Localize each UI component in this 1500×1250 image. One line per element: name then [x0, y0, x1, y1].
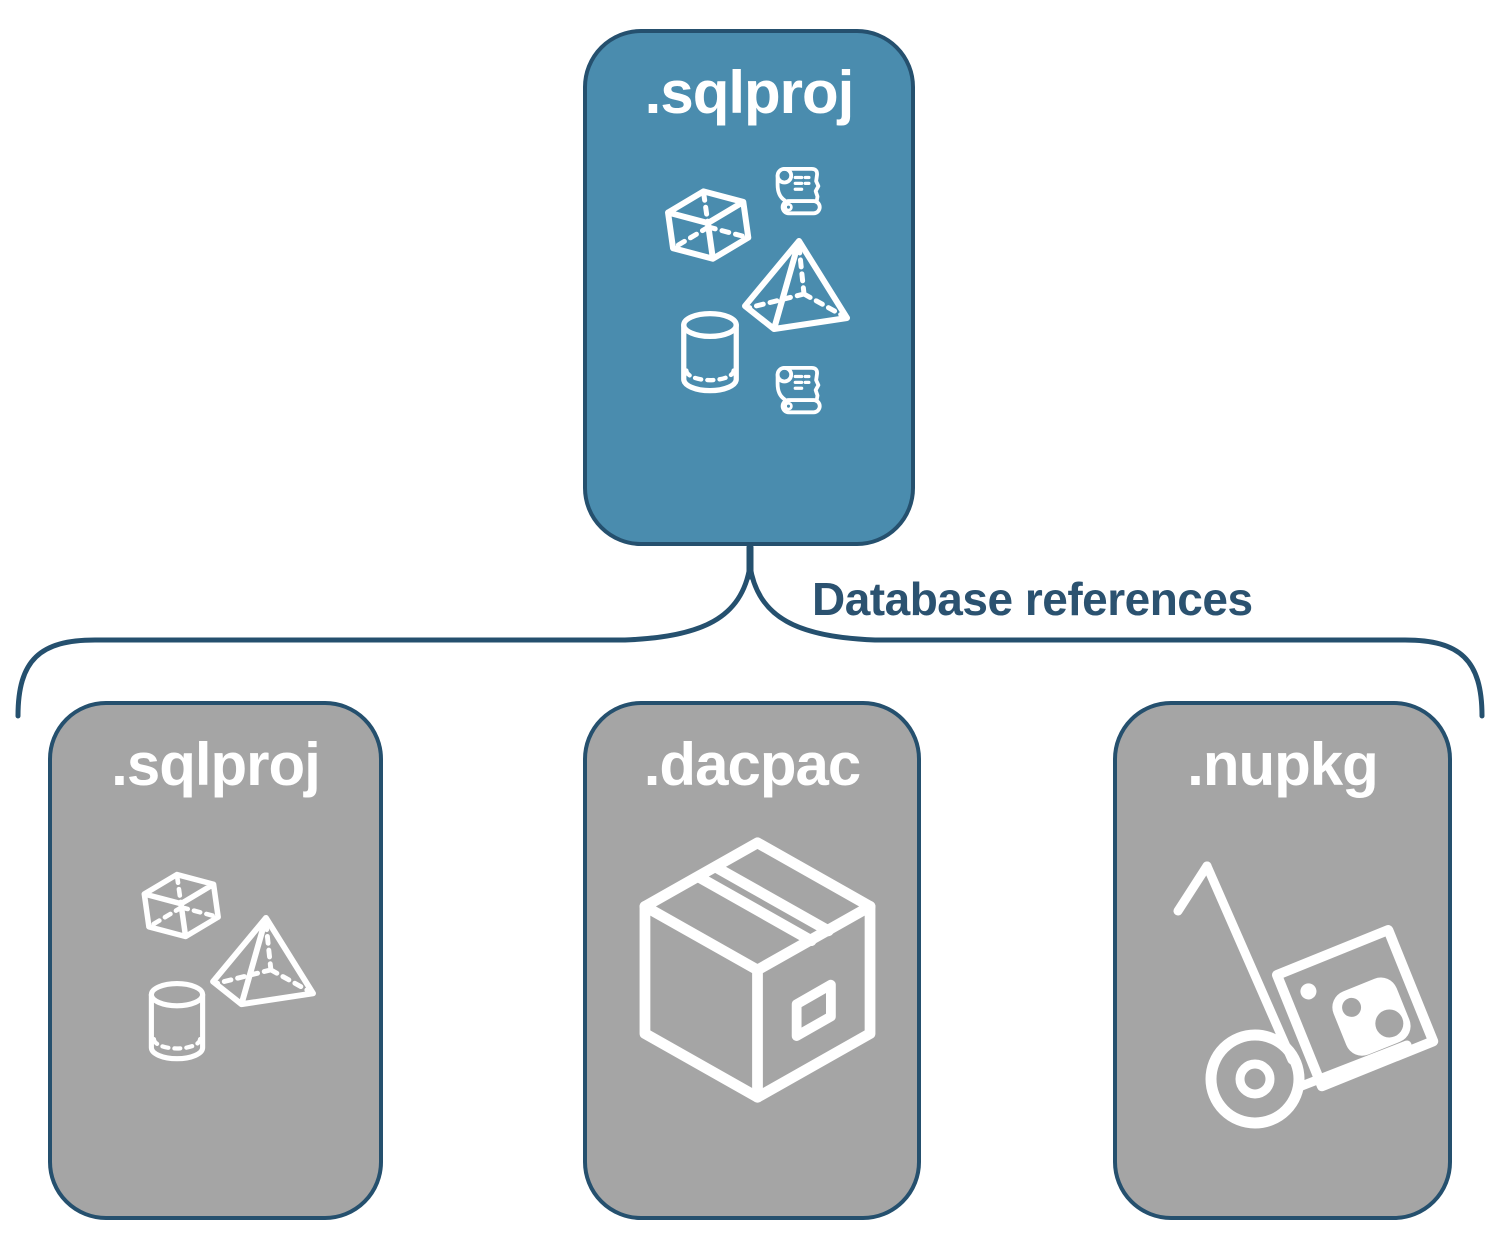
child-node-label: .sqlproj [111, 731, 321, 798]
cylinder-icon [142, 981, 212, 1063]
cube-icon [136, 865, 228, 957]
script-scroll-icon [769, 362, 827, 420]
pyramid-icon [210, 913, 320, 1013]
cylinder-icon [674, 311, 746, 395]
root-node-label: .sqlproj [644, 59, 855, 126]
node-child-dacpac: .dacpac [583, 701, 921, 1220]
node-child-nupkg: .nupkg [1113, 701, 1452, 1220]
child-node-label: .nupkg [1187, 731, 1379, 798]
node-root-sqlproj: .sqlproj [583, 29, 915, 546]
pyramid-icon [742, 236, 854, 338]
child-node-label: .dacpac [643, 731, 861, 798]
package-box-icon [635, 833, 880, 1107]
connector-label: Database references [812, 573, 1253, 625]
node-child-sqlproj: .sqlproj [48, 701, 383, 1220]
script-scroll-icon [769, 163, 827, 221]
nuget-hand-truck-icon [1157, 845, 1457, 1155]
cube-icon [659, 181, 759, 281]
